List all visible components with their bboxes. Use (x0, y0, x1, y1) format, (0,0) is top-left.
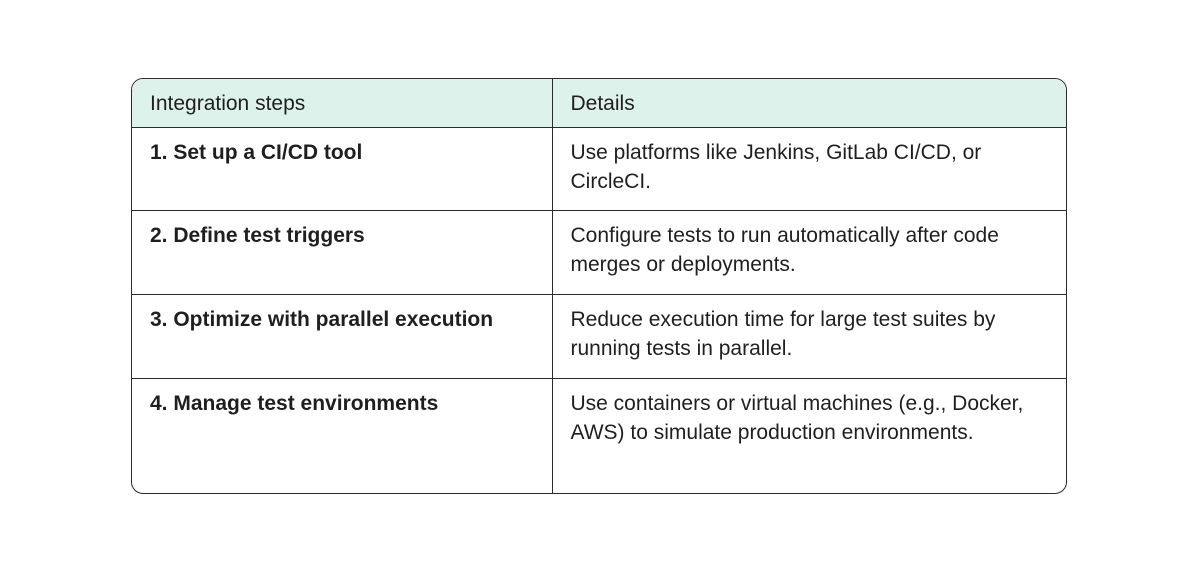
details-cell: Configure tests to run automatically aft… (551, 210, 1066, 295)
step-cell: 1. Set up a CI/CD tool (132, 127, 552, 211)
table-row: 3. Optimize with parallel execution Redu… (132, 294, 1066, 379)
table-row: 2. Define test triggers Configure tests … (132, 210, 1066, 295)
integration-steps-table: Integration steps Details 1. Set up a CI… (131, 78, 1067, 494)
step-cell: 4. Manage test environments (150, 392, 439, 415)
step-cell: 3. Optimize with parallel execution (132, 294, 552, 379)
details-cell: Reduce execution time for large test sui… (551, 294, 1066, 379)
table-header-row: Integration steps Details (132, 79, 1066, 128)
details-cell: Use platforms like Jenkins, GitLab CI/CD… (551, 127, 1066, 211)
table-row: 1. Set up a CI/CD tool Use platforms lik… (132, 127, 1066, 211)
table: Integration steps Details 1. Set up a CI… (132, 79, 1066, 493)
step-cell: 2. Define test triggers (132, 210, 552, 295)
column-header-details: Details (551, 79, 1066, 128)
table-row: 4. Manage test environments Use containe… (132, 378, 1066, 493)
details-cell: Use containers or virtual machines (e.g.… (551, 378, 1066, 493)
column-header-steps: Integration steps (132, 79, 552, 128)
